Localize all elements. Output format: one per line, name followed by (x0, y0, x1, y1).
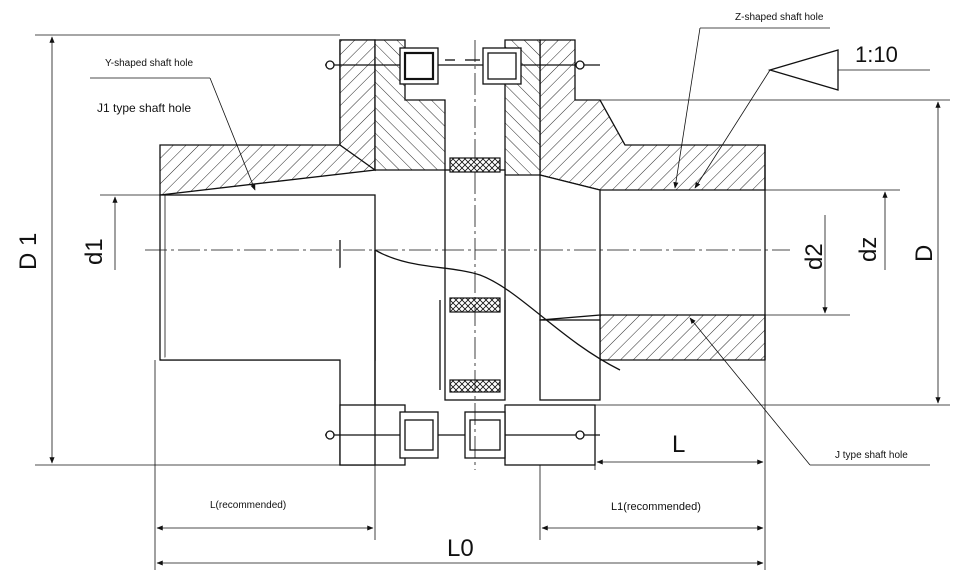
y-shaped-label: Y-shaped shaft hole (105, 58, 193, 69)
l-label: L (672, 431, 685, 458)
l1-recommended-label: L1(recommended) (611, 501, 701, 513)
dz-label: dz (855, 237, 882, 262)
taper-label: 1:10 (855, 42, 898, 67)
j-type-label: J type shaft hole (835, 450, 908, 461)
top-bolts (325, 47, 600, 85)
l-recommended-label: L(recommended) (210, 500, 286, 511)
d-label: D (911, 245, 938, 262)
leader-lines (90, 27, 930, 466)
l0-label: L0 (447, 535, 474, 562)
d1-bore-label: d1 (81, 238, 108, 265)
z-shaped-label: Z-shaped shaft hole (735, 12, 824, 23)
d1-outer-label: D 1 (15, 233, 42, 270)
left-flange (339, 39, 446, 466)
bottom-bolts (325, 411, 600, 459)
j1-type-label: J1 type shaft hole (97, 101, 191, 115)
extension-lines (35, 34, 950, 570)
right-hub (504, 39, 766, 466)
d2-label: d2 (801, 243, 828, 270)
dimension-lines (49, 36, 941, 566)
